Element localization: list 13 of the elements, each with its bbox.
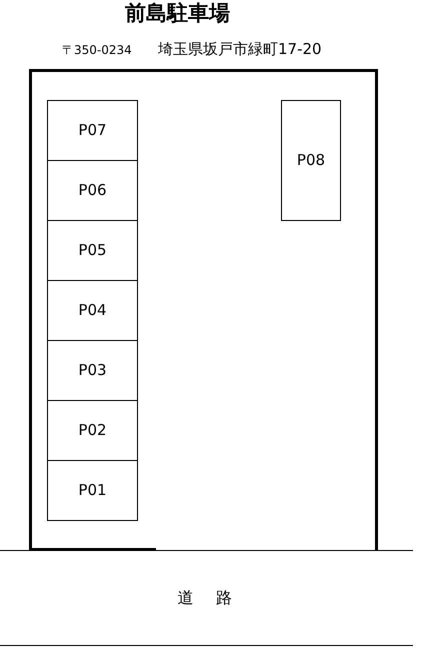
parking-lot-outline	[29, 69, 378, 551]
parking-space: P02	[47, 400, 138, 461]
road: 道 路	[0, 550, 413, 646]
parking-space: P06	[47, 160, 138, 221]
postal-code: 〒350-0234	[62, 44, 132, 56]
title: 前島駐車場	[125, 3, 230, 24]
parking-space: P04	[47, 280, 138, 341]
parking-space: P05	[47, 220, 138, 281]
parking-space: P03	[47, 340, 138, 401]
address: 埼玉県坂戸市緑町17-20	[158, 42, 322, 57]
parking-space: P07	[47, 100, 138, 161]
parking-space: P08	[281, 100, 341, 221]
parking-space: P01	[47, 460, 138, 521]
